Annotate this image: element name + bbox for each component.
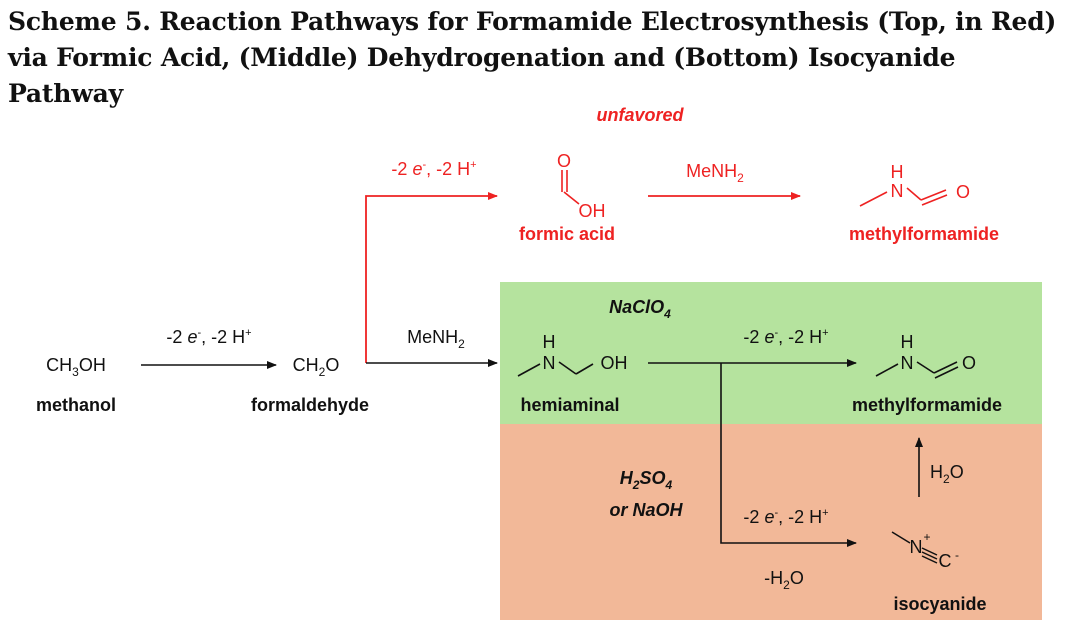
formic-acid-name: formic acid bbox=[519, 224, 615, 244]
hemiaminal-oh: OH bbox=[601, 353, 628, 373]
isocyanide-c: C bbox=[939, 551, 952, 571]
formic-acid-oh: OH bbox=[579, 201, 606, 221]
methylformamide-h: H bbox=[901, 332, 914, 352]
scheme-title-line-2: via Formic Acid, (Middle) Dehydrogenatio… bbox=[8, 43, 956, 108]
hemiaminal-n: N bbox=[543, 353, 556, 373]
acid-base-label-line2: or NaOH bbox=[609, 500, 683, 520]
methylformamide-o: O bbox=[962, 353, 976, 373]
oxidation-label-1: -2 e-, -2 H+ bbox=[166, 327, 251, 347]
hydration-label: H2O bbox=[930, 462, 964, 486]
formic-acid-structure bbox=[561, 170, 580, 205]
naclo4-label: NaClO4 bbox=[609, 297, 671, 321]
red-branch-arrow bbox=[365, 192, 498, 363]
hemiaminal-name: hemiaminal bbox=[520, 395, 619, 415]
scheme-title-line-1: Scheme 5. Reaction Pathways for Formamid… bbox=[8, 7, 1057, 36]
formaldehyde-formula: CH2O bbox=[293, 355, 340, 379]
isocyanide-n: N bbox=[910, 537, 923, 557]
red-methylformamide-h: H bbox=[891, 162, 904, 182]
isocyanide-branch-arrow bbox=[720, 363, 857, 547]
isocyanide-structure bbox=[891, 531, 938, 564]
naclo4-region bbox=[500, 282, 1042, 424]
red-reagent-label: MeNH2 bbox=[686, 161, 744, 185]
isocyanide-n-charge: + bbox=[923, 530, 930, 544]
acid-base-region bbox=[500, 424, 1042, 620]
red-step1-label: -2 e-, -2 H+ bbox=[391, 159, 476, 179]
hemiaminal-h: H bbox=[543, 332, 556, 352]
unfavored-label: unfavored bbox=[596, 105, 684, 125]
scheme-title: Scheme 5. Reaction Pathways for Formamid… bbox=[8, 4, 1076, 112]
isocyanide-name: isocyanide bbox=[893, 594, 986, 614]
hemiaminal-structure bbox=[517, 361, 594, 377]
isocyanide-c-charge: - bbox=[955, 548, 959, 562]
dehydrogenation-label: -2 e-, -2 H+ bbox=[743, 327, 828, 347]
methanol-formula: CH3OH bbox=[46, 355, 106, 379]
amination-reagent-label: MeNH2 bbox=[407, 327, 465, 351]
red-methylformamide-name: methylformamide bbox=[849, 224, 999, 244]
methylformamide-structure bbox=[875, 361, 959, 379]
acid-base-label-line1: H2SO4 bbox=[620, 468, 673, 492]
isocyanide-oxidation-label: -2 e-, -2 H+ bbox=[743, 507, 828, 527]
water-loss-label: -H2O bbox=[764, 568, 804, 592]
red-methylformamide-n: N bbox=[891, 181, 904, 201]
methylformamide-n: N bbox=[901, 353, 914, 373]
formaldehyde-name: formaldehyde bbox=[251, 395, 369, 415]
formic-acid-o: O bbox=[557, 151, 571, 171]
methanol-name: methanol bbox=[36, 395, 116, 415]
methylformamide-name: methylformamide bbox=[852, 395, 1002, 415]
red-methylformamide-o: O bbox=[956, 182, 970, 202]
red-methylformamide-structure bbox=[859, 187, 948, 207]
